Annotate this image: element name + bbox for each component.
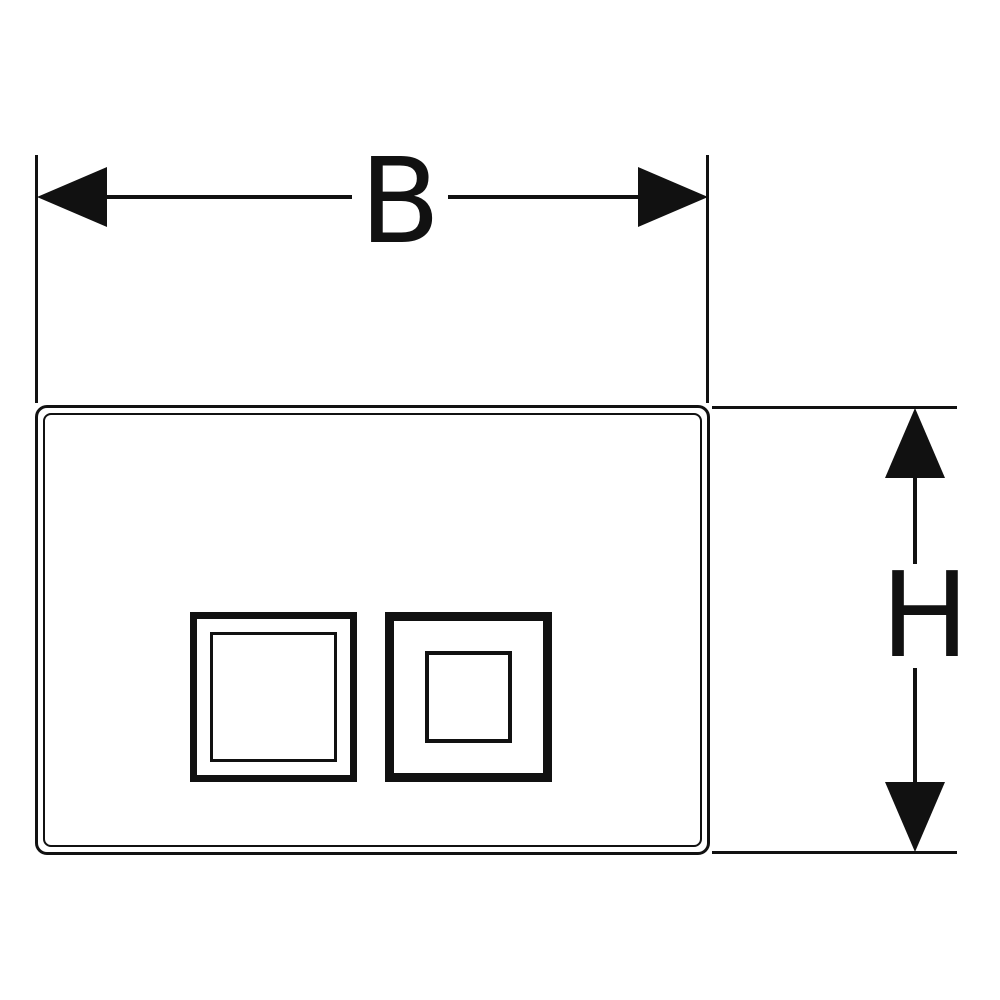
flush-button-left-inner-outline bbox=[210, 632, 337, 762]
height-dimension-label: H bbox=[880, 546, 970, 684]
arrow-left-icon bbox=[37, 167, 107, 227]
height-dimension-line-top bbox=[913, 468, 917, 564]
flush-button-right-inner-outline bbox=[425, 651, 512, 743]
extension-line-top bbox=[712, 406, 957, 409]
arrow-down-icon bbox=[885, 782, 945, 852]
arrow-up-icon bbox=[885, 408, 945, 478]
arrow-right-icon bbox=[638, 167, 708, 227]
height-dimension-line-bottom bbox=[913, 668, 917, 788]
extension-line-bottom bbox=[712, 851, 957, 854]
width-dimension-line-left bbox=[100, 195, 352, 199]
extension-line-right bbox=[706, 155, 709, 403]
width-dimension-line-right bbox=[448, 195, 642, 199]
flush-button-left bbox=[190, 612, 357, 782]
extension-line-left bbox=[35, 155, 38, 403]
flush-plate-inner-outline bbox=[43, 413, 702, 847]
width-dimension-label: B bbox=[359, 132, 441, 270]
flush-button-right bbox=[385, 612, 552, 782]
